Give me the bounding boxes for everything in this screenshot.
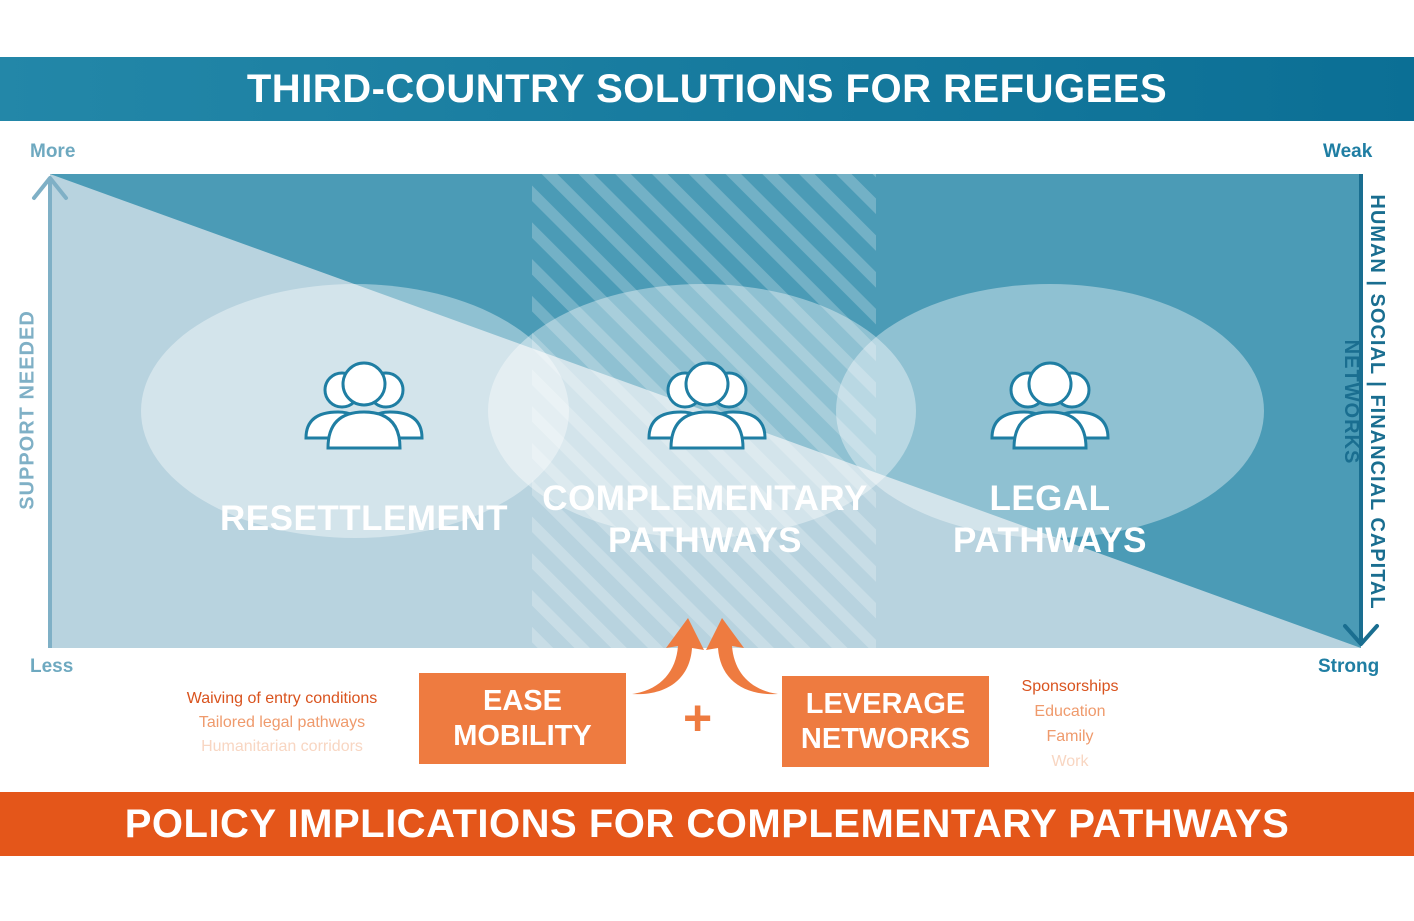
resettlement-label-line1: RESETTLEMENT <box>220 499 508 538</box>
complementary-label-line2: PATHWAYS <box>608 521 802 560</box>
complementary-pathways-label: COMPLEMENTARY PATHWAYS <box>520 478 890 562</box>
resettlement-label: RESETTLEMENT <box>214 498 514 540</box>
down-arrow-icon <box>1343 624 1379 646</box>
ease-mobility-line2: MOBILITY <box>453 719 592 752</box>
page-title: THIRD-COUNTRY SOLUTIONS FOR REFUGEES <box>246 66 1168 111</box>
leverage-networks-box: LEVERAGE NETWORKS <box>782 676 989 767</box>
legal-pathways-label: LEGAL PATHWAYS <box>920 478 1180 562</box>
ease-mobility-line1: EASE <box>483 684 562 717</box>
list-item: Waiving of entry conditions <box>186 690 378 707</box>
list-item: Sponsorships <box>1021 678 1119 695</box>
leverage-networks-list: Sponsorships Education Family Work <box>985 674 1155 774</box>
up-arrow-icon <box>32 176 68 200</box>
plus-icon: + <box>683 690 713 746</box>
leverage-networks-line2: NETWORKS <box>800 722 971 755</box>
footer-banner: POLICY IMPLICATIONS FOR COMPLEMENTARY PA… <box>0 792 1414 856</box>
axis-strong-label: Strong <box>1318 656 1380 677</box>
header-banner: THIRD-COUNTRY SOLUTIONS FOR REFUGEES <box>0 57 1414 121</box>
ease-mobility-box: EASE MOBILITY <box>419 673 626 764</box>
list-item: Humanitarian corridors <box>201 738 363 755</box>
axis-weak-label: Weak <box>1323 141 1373 162</box>
capital-axis-title-line2: NETWORKS <box>1340 339 1362 465</box>
curved-arrow-icon <box>706 618 778 695</box>
footer-title: POLICY IMPLICATIONS FOR COMPLEMENTARY PA… <box>124 801 1290 846</box>
curved-arrow-icon <box>632 618 704 695</box>
list-item: Tailored legal pathways <box>198 714 366 731</box>
ease-mobility-list: Waiving of entry conditions Tailored leg… <box>152 687 412 759</box>
axis-less-label: Less <box>30 656 74 677</box>
legal-label-line2: PATHWAYS <box>953 521 1147 560</box>
resettlement-ellipse <box>141 284 569 538</box>
list-item: Education <box>1034 703 1106 720</box>
capital-axis-title-line1: HUMAN | SOCIAL | FINANCIAL CAPITAL <box>1366 194 1388 610</box>
axis-more-label: More <box>30 141 76 162</box>
leverage-networks-line1: LEVERAGE <box>805 687 966 720</box>
list-item: Work <box>1051 753 1089 770</box>
capital-axis-title: HUMAN | SOCIAL | FINANCIAL CAPITAL NETWO… <box>1338 194 1390 609</box>
complementary-label-line1: COMPLEMENTARY <box>542 479 868 518</box>
legal-label-line1: LEGAL <box>989 479 1111 518</box>
support-needed-axis-title: SUPPORT NEEDED <box>16 310 39 510</box>
list-item: Family <box>1046 728 1094 745</box>
